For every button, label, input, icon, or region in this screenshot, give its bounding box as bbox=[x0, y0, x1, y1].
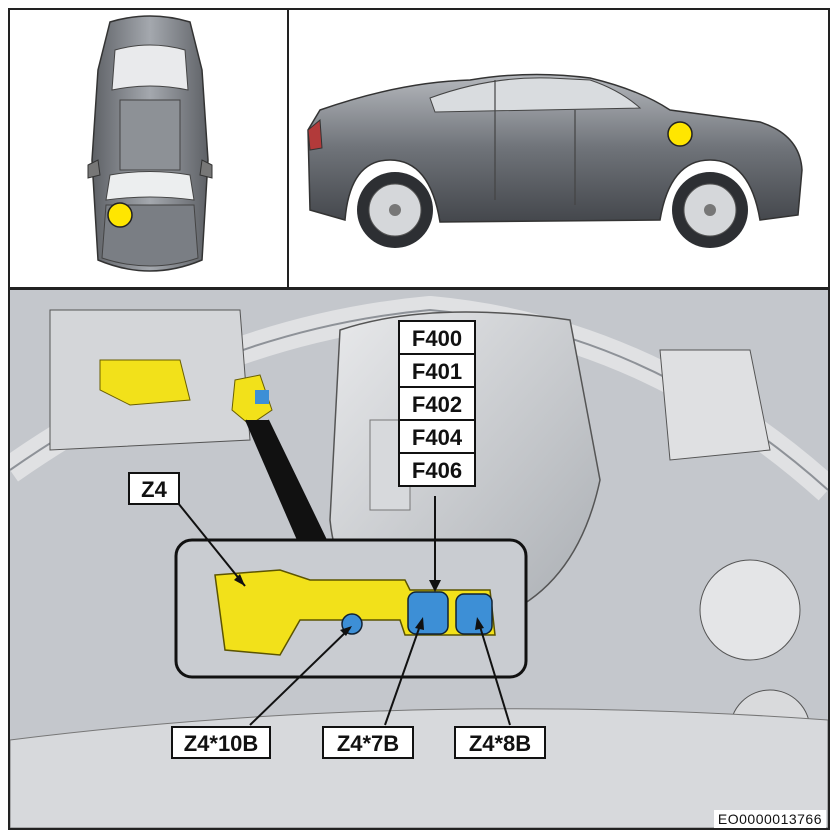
rear-wheel bbox=[357, 172, 433, 248]
panel-divider-vertical bbox=[287, 10, 289, 290]
front-wheel bbox=[672, 172, 748, 248]
fuse-label-f406: F406 bbox=[398, 452, 476, 487]
car-side-view bbox=[307, 73, 803, 248]
fuse-label-f404: F404 bbox=[398, 419, 476, 454]
location-dot-icon bbox=[107, 202, 133, 228]
label-z4-8b: Z4*8B bbox=[454, 726, 546, 759]
top-view-panel bbox=[10, 10, 288, 288]
car-top-view bbox=[87, 15, 213, 272]
side-view-panel bbox=[290, 10, 828, 288]
fuse-callout-stack: F400 F401 F402 F404 F406 bbox=[398, 320, 476, 487]
label-z4-10b: Z4*10B bbox=[171, 726, 271, 759]
connector-z4-7b bbox=[407, 591, 449, 635]
fuse-label-f402: F402 bbox=[398, 386, 476, 421]
label-z4-7b: Z4*7B bbox=[322, 726, 414, 759]
panel-divider-horizontal bbox=[10, 287, 828, 290]
location-dot-icon bbox=[667, 121, 693, 147]
fuse-label-f400: F400 bbox=[398, 320, 476, 355]
document-id: EO0000013766 bbox=[713, 810, 826, 828]
connector-z4-8b bbox=[455, 593, 493, 635]
label-z4: Z4 bbox=[128, 472, 180, 505]
fuse-label-f401: F401 bbox=[398, 353, 476, 388]
